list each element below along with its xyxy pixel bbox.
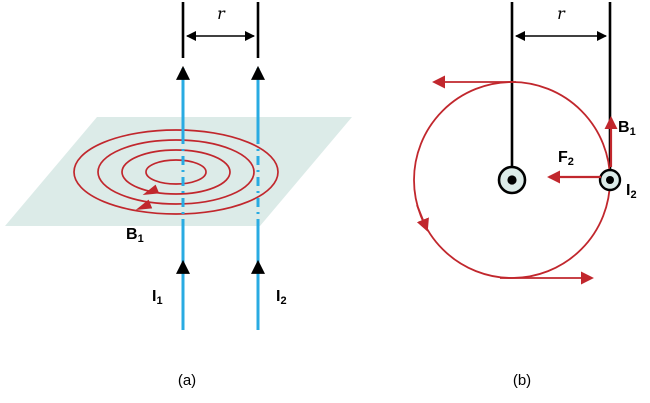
b1-field-label-b: B1 — [618, 120, 636, 138]
field-direction-arrowhead — [142, 184, 160, 195]
i2-current-label-b: I2 — [626, 183, 637, 201]
field-loop-inner — [145, 159, 207, 185]
separation-label-a: r — [217, 4, 225, 23]
b1-label-base: B — [618, 119, 630, 136]
b1-label-sub: 1 — [629, 126, 636, 138]
field-loops — [73, 129, 279, 215]
current-arrows — [176, 65, 265, 330]
i2-label-base: I — [276, 288, 281, 305]
i2-label-sub: 2 — [280, 295, 287, 307]
i1-label-sub: 1 — [156, 295, 163, 307]
f2-label-sub: 2 — [567, 156, 574, 168]
wire2-current-dot — [606, 176, 614, 184]
panel-a-diagram — [5, 2, 352, 330]
i2-label-sub: 2 — [630, 189, 637, 201]
i1-current-label: I1 — [152, 289, 163, 307]
caption-b: (b) — [512, 372, 532, 389]
b1-field-label-a: B1 — [126, 227, 144, 245]
b1-label-sub: 1 — [137, 233, 144, 245]
field-plane — [5, 117, 352, 226]
f2-label-base: F — [558, 149, 568, 166]
field-loop-3 — [97, 139, 255, 205]
separation-label-b: r — [557, 4, 565, 23]
field-loop-outer — [73, 129, 279, 215]
field-loop-2 — [121, 149, 231, 195]
caption-a: (a) — [177, 372, 197, 389]
i2-label-base: I — [626, 182, 631, 199]
i1-label-base: I — [152, 288, 157, 305]
f2-force-label: F2 — [558, 150, 574, 168]
wire1-current-dot — [507, 175, 517, 185]
field-circle-arrow-left — [416, 204, 429, 232]
i2-current-label-a: I2 — [276, 289, 287, 307]
b1-label-base: B — [126, 226, 138, 243]
field-direction-arrowhead — [135, 199, 153, 210]
panel-b-diagram — [413, 2, 622, 285]
